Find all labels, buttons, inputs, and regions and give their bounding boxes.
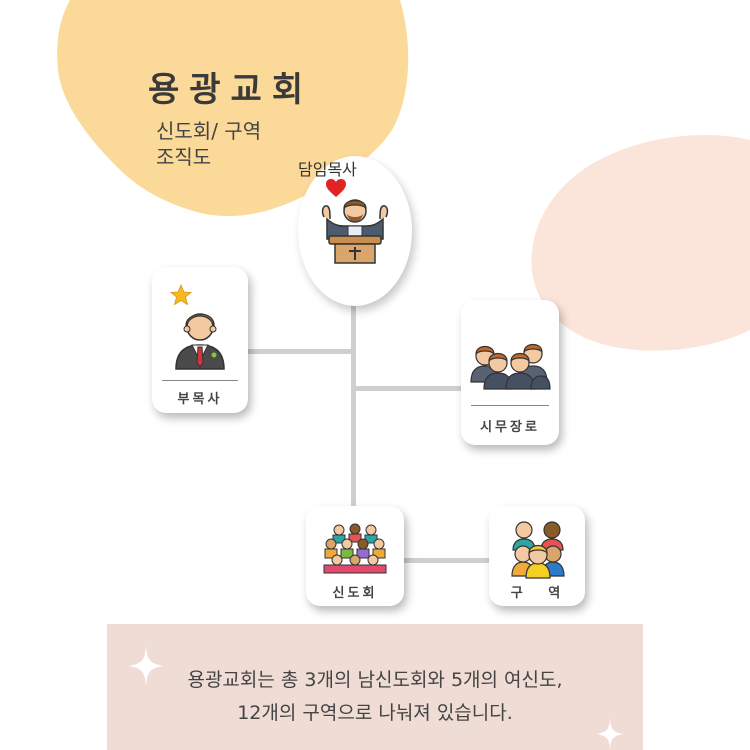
summary-text: 용광교회는 총 3개의 남신도회와 5개의 여신도, 12개의 구역으로 나눠져… — [107, 664, 643, 730]
group-of-elders-icon — [470, 343, 551, 390]
connector-district — [402, 558, 492, 563]
summary-line-1: 용광교회는 총 3개의 남신도회와 5개의 여신도, — [187, 669, 563, 691]
node-associate-pastor[interactable]: 부목사 — [152, 267, 248, 413]
man-in-suit-icon — [175, 313, 225, 370]
node-label-associate-pastor: 부목사 — [177, 392, 223, 407]
page-title: 용광교회 — [148, 70, 314, 110]
summary-note: 용광교회는 총 3개의 남신도회와 5개의 여신도, 12개의 구역으로 나눠져… — [107, 624, 643, 750]
node-fellowship[interactable]: 신도회 — [306, 506, 404, 606]
header-blob — [57, 0, 409, 217]
subtitle-line-2: 조직도 — [156, 145, 212, 169]
page-subtitle: 신도회/ 구역 조직도 — [156, 118, 261, 170]
node-senior-pastor[interactable]: 담임목사 — [298, 156, 412, 306]
pastor-at-pulpit-icon — [321, 199, 389, 264]
sparkle-icon — [596, 718, 624, 750]
node-divider — [162, 380, 238, 381]
node-district[interactable]: 구 역 — [489, 506, 585, 606]
subtitle-line-1: 신도회/ 구역 — [156, 119, 262, 143]
connector-elders — [353, 386, 461, 391]
node-label-district: 구 역 — [510, 586, 564, 601]
connector-trunk — [351, 290, 356, 510]
connector-associate-pastor — [248, 349, 354, 354]
node-divider — [471, 405, 549, 406]
star-icon — [170, 284, 192, 306]
node-label-elders: 시무장로 — [480, 420, 540, 435]
heart-icon — [326, 179, 346, 197]
node-elders[interactable]: 시무장로 — [461, 300, 559, 445]
sparkle-icon — [128, 646, 164, 686]
congregation-icon — [323, 523, 387, 574]
right-blob — [531, 134, 750, 351]
small-group-icon — [511, 521, 565, 579]
node-label-fellowship: 신도회 — [332, 586, 378, 601]
summary-line-2: 12개의 구역으로 나눠져 있습니다. — [237, 702, 513, 724]
node-label-senior-pastor: 담임목사 — [298, 160, 357, 179]
